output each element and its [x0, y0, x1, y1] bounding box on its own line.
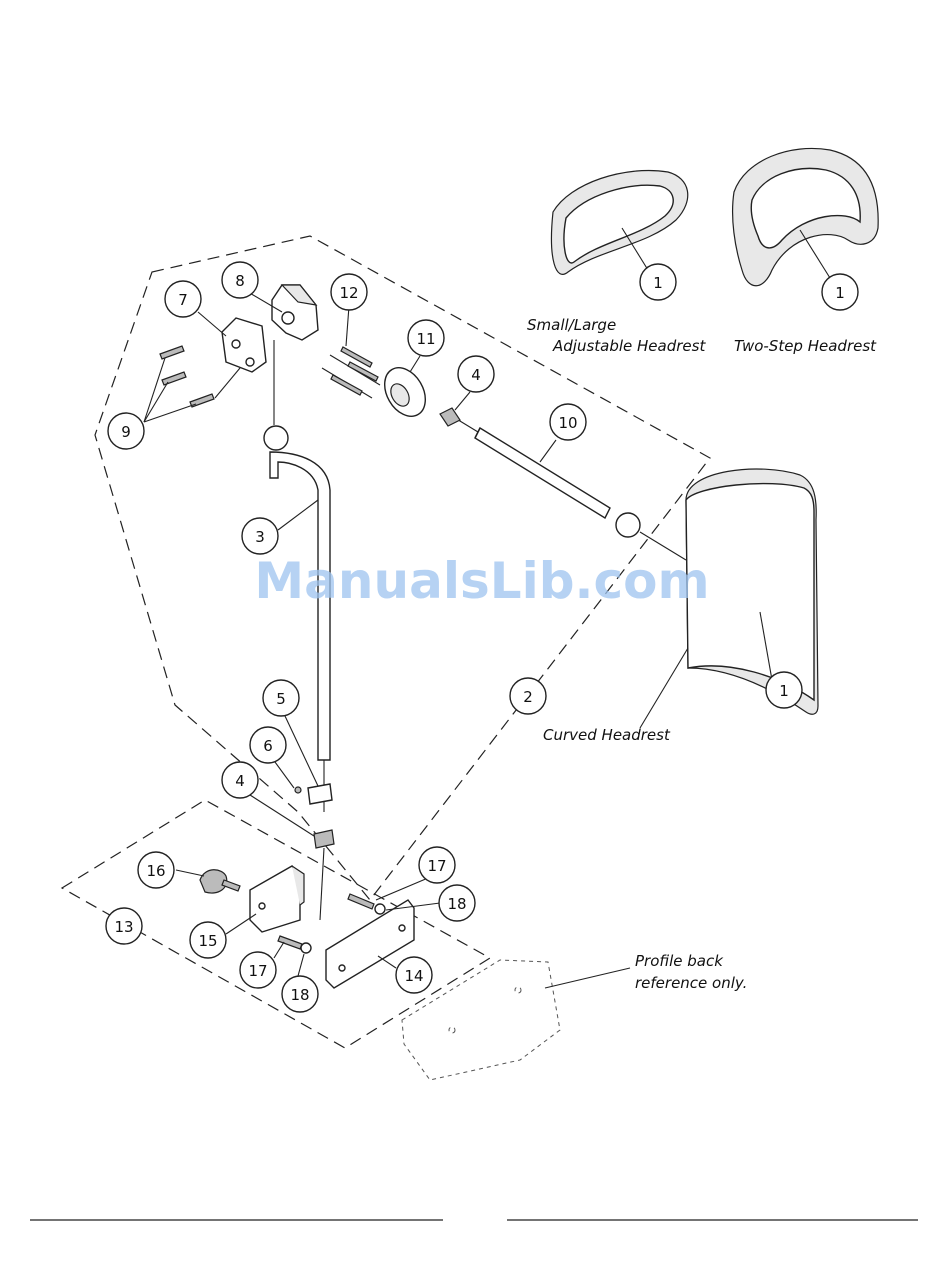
- end-cap-upper: [440, 408, 460, 426]
- svg-text:11: 11: [416, 330, 435, 348]
- callout-17-lower: 17: [240, 952, 276, 988]
- svg-text:5: 5: [276, 690, 286, 708]
- callout-14: 14: [396, 957, 432, 993]
- callout-headrest-curved: 1: [766, 672, 802, 708]
- svg-text:4: 4: [471, 366, 481, 384]
- caption-two-step: Two-Step Headrest: [734, 337, 877, 355]
- svg-text:7: 7: [178, 291, 188, 309]
- callout-16: 16: [138, 852, 174, 888]
- svg-text:13: 13: [114, 918, 133, 936]
- caption-small-large-line1: Small/Large: [527, 316, 616, 334]
- callout-8: 8: [222, 262, 258, 298]
- clamp-hub: [322, 355, 434, 424]
- svg-text:12: 12: [339, 284, 358, 302]
- svg-text:17: 17: [427, 857, 446, 875]
- angle-bracket: [250, 866, 304, 932]
- callout-13: 13: [106, 908, 142, 944]
- two-step-headrest-drawing: [733, 148, 879, 285]
- svg-text:16: 16: [146, 862, 165, 880]
- caption-profile-line1: Profile back: [635, 952, 724, 970]
- svg-text:1: 1: [653, 274, 663, 292]
- svg-text:6: 6: [263, 737, 273, 755]
- callout-9: 9: [108, 413, 144, 449]
- small-large-headrest-drawing: [551, 170, 687, 274]
- svg-text:9: 9: [121, 423, 131, 441]
- caption-profile-line2: reference only.: [635, 974, 747, 992]
- caption-small-large-line2: Adjustable Headrest: [552, 337, 706, 355]
- svg-text:3: 3: [255, 528, 265, 546]
- svg-text:10: 10: [558, 414, 577, 432]
- callout-18-lower: 18: [282, 976, 318, 1012]
- callout-3: 3: [242, 518, 278, 554]
- knob: [200, 870, 240, 893]
- screws-12: [331, 347, 378, 395]
- svg-text:1: 1: [779, 682, 789, 700]
- svg-text:18: 18: [447, 895, 466, 913]
- callout-headrest-two-step: 1: [822, 274, 858, 310]
- callout-11: 11: [408, 320, 444, 356]
- svg-text:8: 8: [235, 272, 245, 290]
- callout-10: 10: [550, 404, 586, 440]
- svg-text:2: 2: [523, 688, 533, 706]
- callout-15: 15: [190, 922, 226, 958]
- svg-text:14: 14: [404, 967, 423, 985]
- collar: [295, 784, 332, 804]
- callout-18-upper: 18: [439, 885, 475, 921]
- callout-6: 6: [250, 727, 286, 763]
- svg-text:1: 1: [835, 284, 845, 302]
- end-cap-lower: [314, 830, 334, 920]
- svg-text:4: 4: [235, 772, 245, 790]
- svg-text:18: 18: [290, 986, 309, 1004]
- callout-4-lower: 4: [222, 762, 258, 798]
- callout-2: 2: [510, 678, 546, 714]
- svg-text:15: 15: [198, 932, 217, 950]
- callout-headrest-small: 1: [640, 264, 676, 300]
- profile-back-reference: [402, 960, 630, 1080]
- callout-5: 5: [263, 680, 299, 716]
- caption-curved: Curved Headrest: [543, 726, 671, 744]
- callout-7: 7: [165, 281, 201, 317]
- svg-text:17: 17: [248, 962, 267, 980]
- callout-12: 12: [331, 274, 367, 310]
- callout-4-upper: 4: [458, 356, 494, 392]
- callout-17-upper: 17: [419, 847, 455, 883]
- mount-plate: [222, 318, 266, 372]
- watermark: ManualsLib.com: [254, 552, 709, 610]
- swivel-block: [272, 285, 318, 340]
